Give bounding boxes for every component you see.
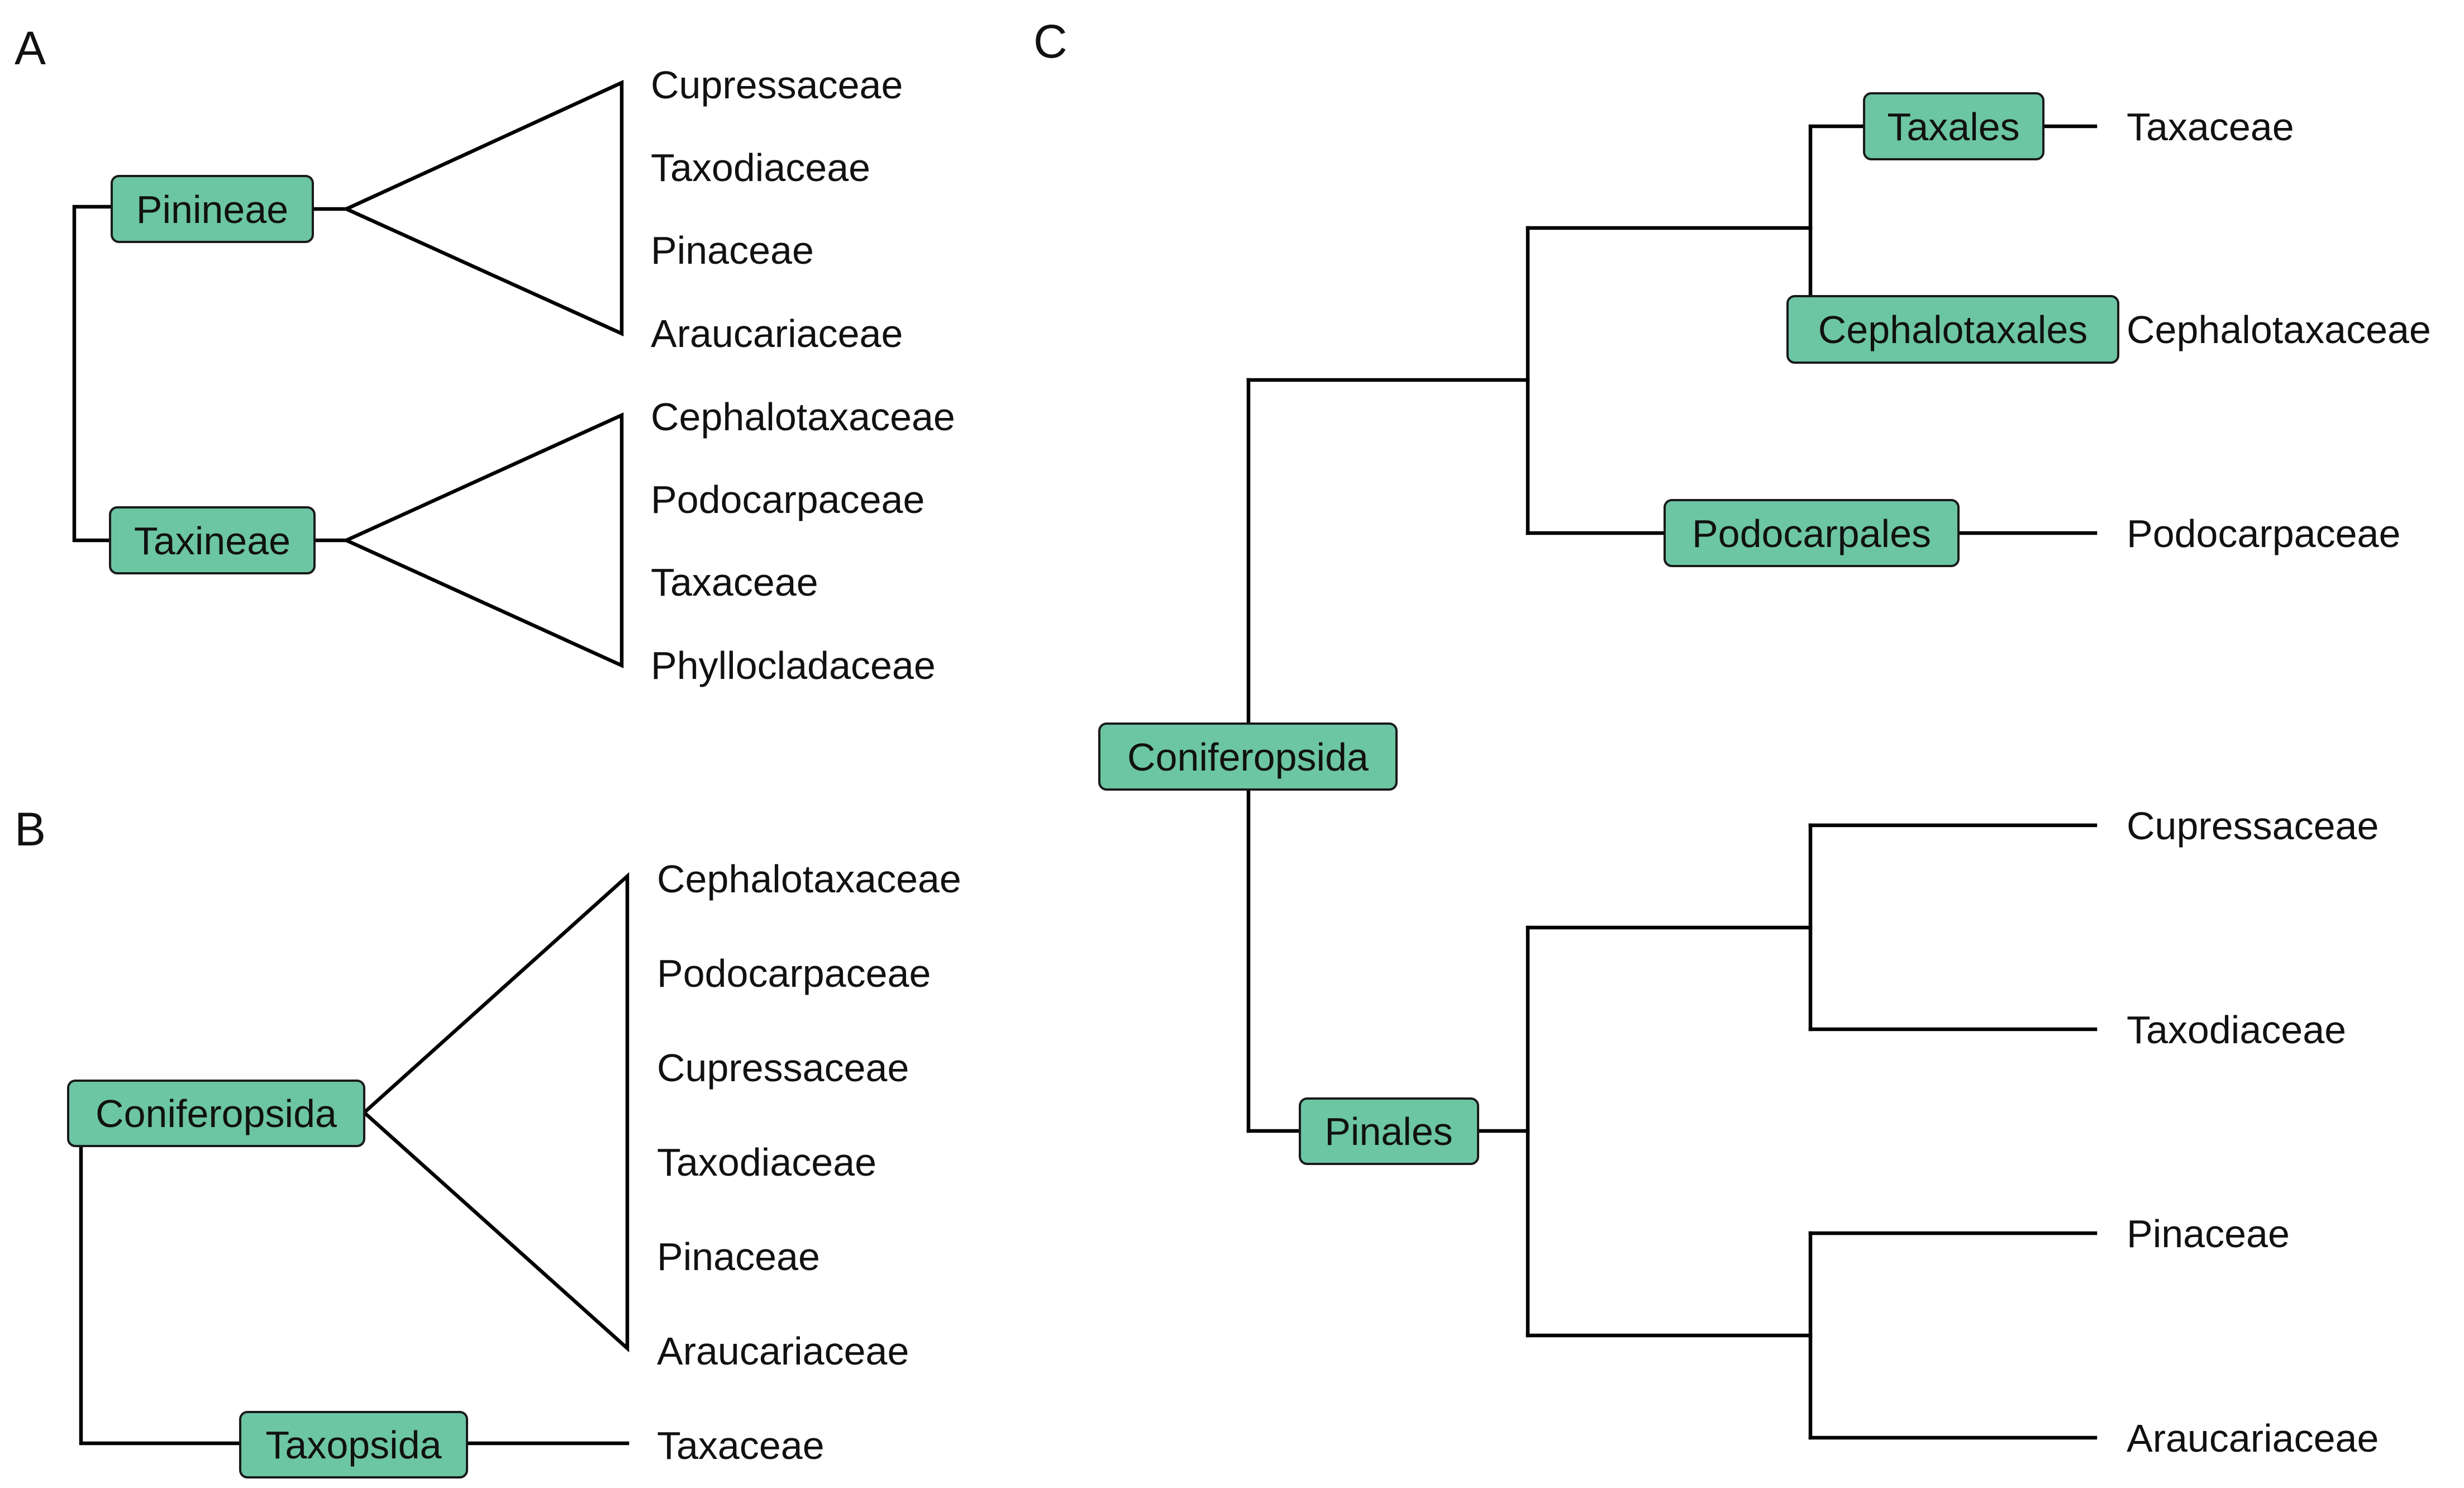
b-node-coniferopsida-box [67, 1080, 365, 1147]
c-node-coniferopsida: Coniferopsida [1098, 722, 1398, 791]
c-taxcep-to-taxales [1808, 124, 1866, 298]
panel-c-label: C [1033, 15, 1067, 68]
a-taxineae-clade-triangle [342, 412, 624, 669]
a-leaf: Phyllocladaceae [651, 644, 936, 687]
a-leaf: Cupressaceae [651, 63, 903, 107]
panel-a-edges [72, 79, 624, 669]
b-leaf: Taxaceae [657, 1424, 824, 1467]
a-node-taxineae-label: Taxineae [134, 519, 290, 563]
a-pinineae-clade-triangle [342, 79, 624, 337]
c-leaves: Taxaceae Cephalotaxaceae Podocarpaceae C… [2127, 105, 2431, 1460]
c-leaf: Podocarpaceae [2127, 512, 2400, 555]
b-node-coniferopsida-label: Coniferopsida [96, 1092, 337, 1135]
b-leaf: Araucariaceae [657, 1329, 909, 1373]
c-leaf: Taxodiaceae [2127, 1008, 2346, 1052]
c-node-podocarpales-box [1664, 499, 1960, 567]
b-root-bracket [79, 1144, 244, 1446]
b-node-coniferopsida: Coniferopsida [67, 1080, 365, 1147]
a-leaf: Podocarpaceae [651, 478, 924, 521]
c-node-coniferopsida-label: Coniferopsida [1127, 735, 1369, 779]
a-node-taxineae-box [109, 506, 316, 574]
c-leaf: Araucariaceae [2127, 1416, 2379, 1460]
c-node-cephalotaxales: Cephalotaxales [1786, 295, 2119, 364]
c-node-podocarpales-label: Podocarpales [1692, 512, 1931, 555]
b-leaf: Podocarpaceae [657, 952, 931, 995]
a-leaf: Cephalotaxaceae [651, 395, 955, 439]
a-node-pinineae-label: Pinineae [136, 188, 288, 231]
c-node-cephalotaxales-box [1786, 295, 2119, 364]
c-node-taxales-box [1863, 92, 2044, 160]
b-leaves: Cephalotaxaceae Podocarpaceae Cupressace… [657, 857, 961, 1467]
b-coniferopsida-clade-triangle [361, 872, 630, 1353]
c-node-pinales-label: Pinales [1324, 1110, 1453, 1153]
b-node-taxopsida-label: Taxopsida [265, 1423, 441, 1467]
c-node-pinales-box [1299, 1097, 1479, 1165]
c-node-pinales: Pinales [1299, 1097, 1479, 1165]
panel-b: B Coniferopsida Taxopsida Cephalotaxacea… [15, 803, 961, 1479]
a-leaf: Pinaceae [651, 229, 814, 272]
panel-b-label: B [15, 803, 46, 855]
panel-b-edges [79, 872, 630, 1446]
c-leaf: Cupressaceae [2127, 804, 2379, 848]
c-node-cephalotaxales-label: Cephalotaxales [1818, 308, 2088, 351]
c-node-taxales-label: Taxales [1887, 105, 2019, 149]
b-node-taxopsida-box [239, 1411, 468, 1479]
a-leaves: Cupressaceae Taxodiaceae Pinaceae Arauca… [651, 63, 955, 687]
c-node-podocarpales: Podocarpales [1664, 499, 1960, 567]
b-leaf: Taxodiaceae [657, 1140, 876, 1184]
panel-c: C [1033, 15, 2431, 1460]
a-node-pinineae: Pinineae [111, 175, 314, 243]
a-node-pinineae-box [111, 175, 314, 243]
c-node-taxales: Taxales [1863, 92, 2044, 160]
panel-a: A Pinineae Taxineae Cupressaceae Taxodia… [15, 22, 955, 687]
b-leaf: Cupressaceae [657, 1046, 909, 1090]
a-root-bracket [72, 205, 116, 543]
c-leaf: Taxaceae [2127, 105, 2294, 149]
b-node-taxopsida: Taxopsida [239, 1411, 468, 1479]
panel-a-label: A [15, 22, 46, 74]
c-node-coniferopsida-box [1098, 722, 1398, 791]
a-leaf: Taxodiaceae [651, 146, 870, 189]
panel-c-edges [1246, 124, 2098, 1440]
a-leaf: Araucariaceae [651, 312, 903, 355]
b-leaf: Pinaceae [657, 1235, 820, 1278]
b-leaf: Cephalotaxaceae [657, 857, 961, 901]
c-leaf: Pinaceae [2127, 1212, 2290, 1256]
a-leaf: Taxaceae [651, 560, 818, 604]
a-node-taxineae: Taxineae [109, 506, 316, 574]
c-leaf: Cephalotaxaceae [2127, 308, 2431, 351]
